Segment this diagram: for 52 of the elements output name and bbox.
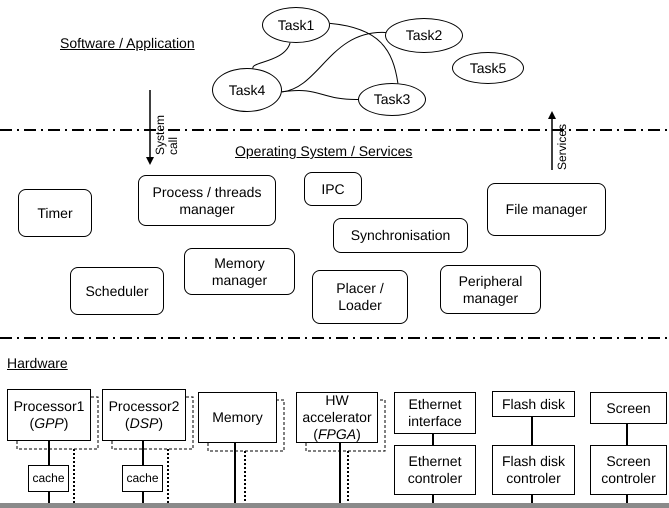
hardware-box: Ethernet interface: [394, 392, 476, 434]
layer-heading: Software / Application: [60, 34, 195, 53]
hardware-box: HW accelerator (FPGA): [296, 392, 378, 443]
service-box: Scheduler: [70, 267, 164, 315]
arrow-label: Services: [556, 122, 569, 170]
connector-line: [48, 441, 50, 465]
task-ellipse: Task3: [358, 83, 426, 116]
connector-line: [252, 42, 291, 69]
connector-line: [531, 495, 533, 503]
service-box: Synchronisation: [333, 218, 468, 253]
task-ellipse: Task5: [452, 52, 524, 84]
service-box: Timer: [18, 189, 92, 237]
arrow-label: System call: [154, 114, 181, 155]
service-box: Peripheral manager: [440, 265, 541, 314]
connector-line: [281, 90, 358, 100]
service-box: IPC: [304, 172, 362, 206]
layer-heading: Hardware: [7, 354, 68, 373]
connector-line: [48, 492, 50, 503]
connector-line: [339, 443, 341, 503]
hardware-box: Screen controler: [590, 445, 667, 495]
layer-heading: Operating System / Services: [235, 142, 412, 161]
hardware-box: Processor2 (DSP): [102, 389, 186, 441]
hardware-box: Screen: [590, 392, 667, 424]
hardware-box: Ethernet controler: [394, 445, 476, 495]
service-box: Process / threads manager: [138, 175, 276, 226]
connector-line: [626, 424, 628, 445]
connector-line: [329, 22, 398, 84]
task-ellipse: Task4: [212, 68, 282, 112]
hardware-box: Flash disk: [492, 391, 575, 417]
hardware-box: Processor1 (GPP): [7, 389, 91, 441]
hardware-box: Flash disk controler: [492, 445, 575, 495]
connector-line: [142, 441, 144, 465]
connector-line: [167, 449, 169, 503]
service-box: Placer / Loader: [312, 270, 408, 324]
cache-box: cache: [28, 465, 69, 492]
connector-line: [244, 451, 246, 503]
connector-line: [432, 495, 434, 503]
service-box: Memory manager: [184, 248, 295, 295]
connector-line: [432, 434, 434, 445]
task-ellipse: Task2: [385, 18, 463, 53]
system-bus: [0, 503, 669, 508]
connector-line: [234, 443, 236, 503]
connector-line: [347, 451, 349, 503]
hardware-box: Memory: [198, 392, 277, 443]
connector-line: [626, 495, 628, 503]
connector-line: [73, 449, 75, 503]
connector-line: [281, 32, 386, 92]
service-box: File manager: [487, 183, 606, 236]
connector-line: [531, 417, 533, 445]
task-ellipse: Task1: [262, 7, 330, 43]
cache-box: cache: [122, 465, 163, 492]
connector-line: [142, 492, 144, 503]
